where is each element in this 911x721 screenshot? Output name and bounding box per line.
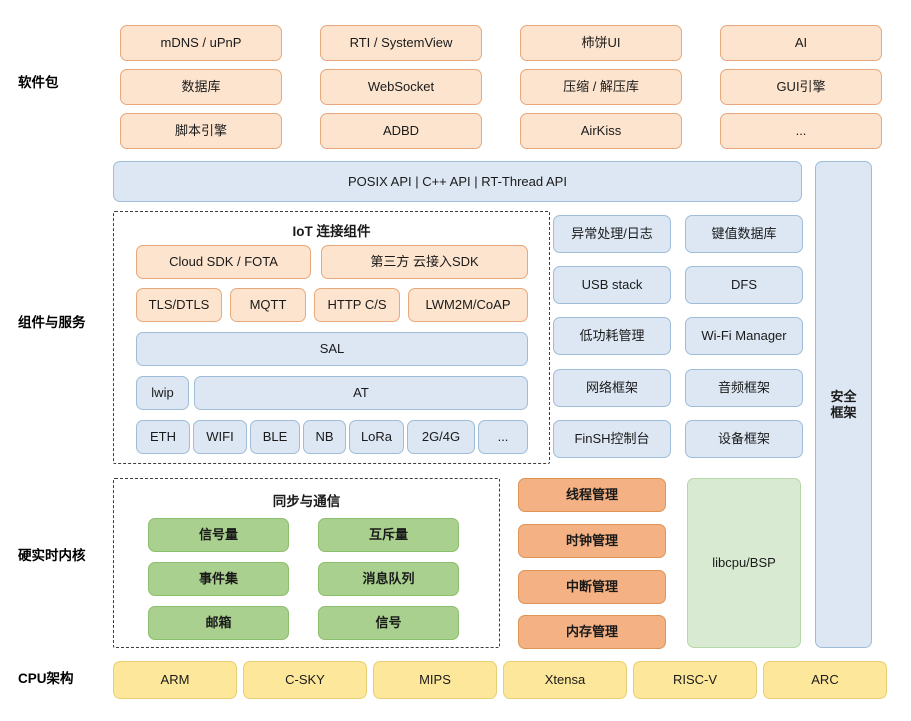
package-box[interactable]: 柿饼UI [520,25,682,61]
iot-box[interactable]: Cloud SDK / FOTA [136,245,311,279]
iot-box[interactable]: TLS/DTLS [136,288,222,322]
package-box[interactable]: AI [720,25,882,61]
cpu-arch-box[interactable]: ARM [113,661,237,699]
iot-link-box[interactable]: NB [303,420,346,454]
iot-at-box[interactable]: AT [194,376,528,410]
sync-box[interactable]: 互斥量 [318,518,459,552]
sync-box[interactable]: 信号量 [148,518,289,552]
api-bar[interactable]: POSIX API | C++ API | RT-Thread API [113,161,802,202]
iot-link-box[interactable]: ... [478,420,528,454]
cpu-arch-box[interactable]: Xtensa [503,661,627,699]
package-box[interactable]: 数据库 [120,69,282,105]
sync-box[interactable]: 消息队列 [318,562,459,596]
package-box[interactable]: 压缩 / 解压库 [520,69,682,105]
sync-box[interactable]: 信号 [318,606,459,640]
cpu-arch-box[interactable]: MIPS [373,661,497,699]
iot-link-box[interactable]: WIFI [193,420,247,454]
row-label-components-services: 组件与服务 [18,315,86,330]
iot-link-box[interactable]: 2G/4G [407,420,475,454]
package-box[interactable]: GUI引擎 [720,69,882,105]
iot-link-box[interactable]: ETH [136,420,190,454]
iot-sal-box[interactable]: SAL [136,332,528,366]
service-box[interactable]: 网络框架 [553,369,671,407]
iot-group-title: IoT 连接组件 [292,224,371,239]
package-box[interactable]: ADBD [320,113,482,149]
service-box[interactable]: 低功耗管理 [553,317,671,355]
management-box[interactable]: 时钟管理 [518,524,666,558]
service-box[interactable]: 键值数据库 [685,215,803,253]
iot-group-border [113,211,550,464]
row-label-software-packages: 软件包 [18,75,59,90]
sync-group-title: 同步与通信 [272,494,341,509]
iot-link-box[interactable]: LoRa [349,420,404,454]
service-box[interactable]: 设备框架 [685,420,803,458]
iot-link-box[interactable]: BLE [250,420,300,454]
package-box[interactable]: 脚本引擎 [120,113,282,149]
sync-box[interactable]: 事件集 [148,562,289,596]
security-framework-box[interactable]: 安全 框架 [815,161,872,648]
libcpu-bsp-box[interactable]: libcpu/BSP [687,478,801,648]
package-box[interactable]: AirKiss [520,113,682,149]
row-label-cpu-arch: CPU架构 [18,671,74,686]
iot-box[interactable]: LWM2M/CoAP [408,288,528,322]
service-box[interactable]: Wi-Fi Manager [685,317,803,355]
package-box[interactable]: WebSocket [320,69,482,105]
sync-group-border [113,478,500,648]
iot-box[interactable]: HTTP C/S [314,288,400,322]
cpu-arch-box[interactable]: ARC [763,661,887,699]
iot-lwip-box[interactable]: lwip [136,376,189,410]
management-box[interactable]: 线程管理 [518,478,666,512]
package-box[interactable]: ... [720,113,882,149]
service-box[interactable]: 音频框架 [685,369,803,407]
sync-box[interactable]: 邮箱 [148,606,289,640]
iot-box[interactable]: 第三方 云接入SDK [321,245,528,279]
service-box[interactable]: USB stack [553,266,671,304]
row-label-kernel: 硬实时内核 [18,548,86,563]
service-box[interactable]: 异常处理/日志 [553,215,671,253]
cpu-arch-box[interactable]: RISC-V [633,661,757,699]
management-box[interactable]: 中断管理 [518,570,666,604]
service-box[interactable]: DFS [685,266,803,304]
iot-box[interactable]: MQTT [230,288,306,322]
package-box[interactable]: RTI / SystemView [320,25,482,61]
package-box[interactable]: mDNS / uPnP [120,25,282,61]
management-box[interactable]: 内存管理 [518,615,666,649]
cpu-arch-box[interactable]: C-SKY [243,661,367,699]
service-box[interactable]: FinSH控制台 [553,420,671,458]
